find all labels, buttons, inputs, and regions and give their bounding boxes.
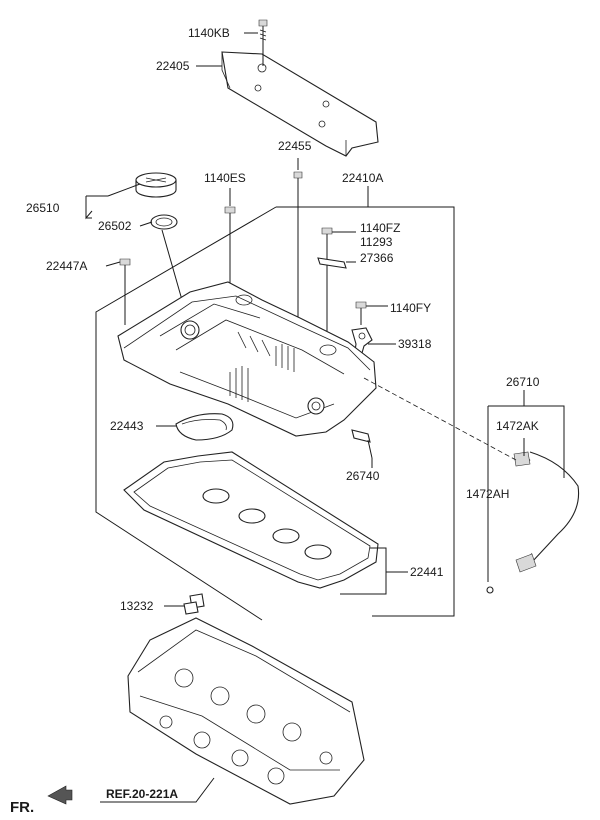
- cover-gasket: [123, 451, 379, 589]
- label-26510: 26510: [26, 201, 60, 215]
- label-11293: 11293: [360, 235, 393, 249]
- label-1140fy: 1140FY: [390, 301, 431, 315]
- plug-13232: [183, 593, 205, 615]
- oil-filler-cap: [135, 172, 177, 198]
- label-22455: 22455: [278, 139, 312, 153]
- label-front: FR.: [10, 799, 34, 816]
- spark-plug-gasket: [175, 413, 234, 441]
- label-1472ah: 1472AH: [466, 487, 509, 501]
- label-1472ak: 1472AK: [496, 419, 539, 433]
- pcv-valve: [351, 429, 373, 459]
- label-22443: 22443: [110, 419, 144, 433]
- label-27366: 27366: [360, 251, 394, 265]
- label-1140kb: 1140KB: [188, 26, 230, 40]
- label-26710: 26710: [506, 375, 540, 389]
- bolt-1140es: [224, 206, 236, 292]
- label-26502: 26502: [98, 219, 132, 233]
- label-1140fz: 1140FZ: [360, 221, 400, 235]
- bolt-22447a: [119, 258, 131, 325]
- cylinder-head: [127, 617, 365, 805]
- assembly-bracket: [95, 206, 455, 621]
- label-ref-head: REF.20-221A: [106, 787, 178, 801]
- label-22410a: 22410A: [342, 171, 383, 185]
- bolt-1140fz: [321, 227, 333, 345]
- leader-lines: [100, 32, 408, 803]
- label-26740: 26740: [346, 469, 380, 483]
- label-13232: 13232: [120, 599, 154, 613]
- oil-cap-gasket: [150, 214, 178, 230]
- front-arrow-icon: [47, 785, 73, 805]
- label-22405: 22405: [156, 59, 190, 73]
- heat-shield: [221, 51, 379, 157]
- cylinder-head-cover: [117, 281, 377, 437]
- label-1140es: 1140ES: [204, 171, 246, 185]
- bolt-1140fy: [355, 301, 367, 325]
- breather-hose: [486, 451, 580, 594]
- label-22441: 22441: [410, 565, 444, 579]
- bracket-27366: [317, 257, 347, 269]
- label-39318: 39318: [398, 337, 432, 351]
- bolt-1140kb: [258, 19, 268, 66]
- label-22447a: 22447A: [46, 259, 87, 273]
